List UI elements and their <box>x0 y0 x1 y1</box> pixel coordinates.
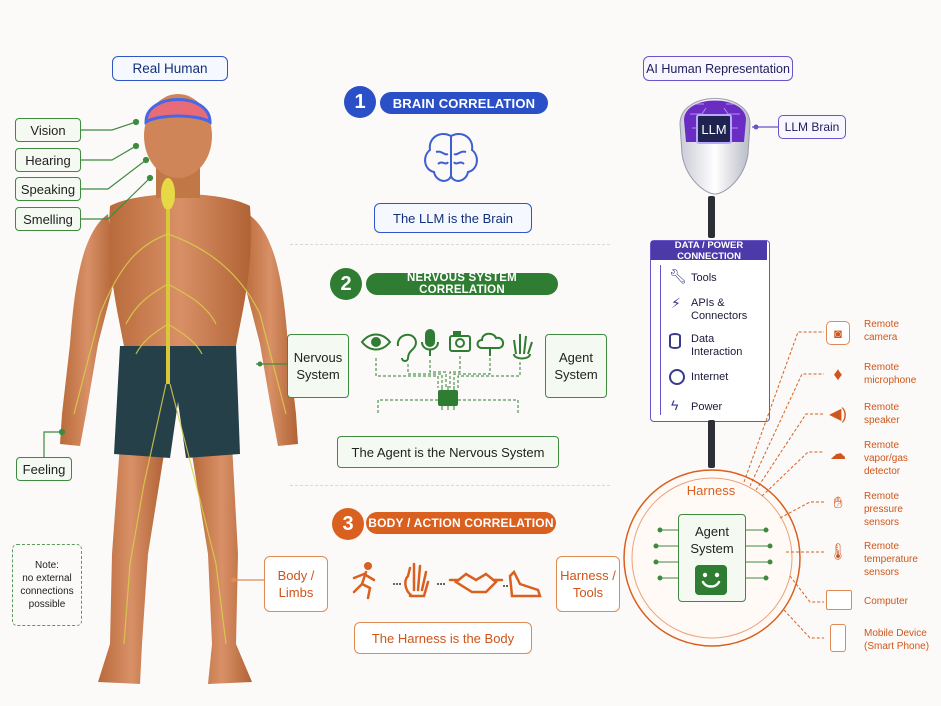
agent-system-node: Agent System <box>678 514 746 602</box>
wrench-icon: 🔧︎ <box>669 268 687 284</box>
sense-vision: Vision <box>15 118 81 142</box>
speaker-icon: ◀) <box>829 406 847 423</box>
section3-title: BODY / ACTION CORRELATION <box>366 512 556 534</box>
thermometer-icon: 🌡︎ <box>827 544 849 561</box>
ear-icon <box>396 333 418 362</box>
brain-icon <box>424 132 478 182</box>
cloud-icon <box>476 332 504 356</box>
database-icon <box>669 333 681 349</box>
section1-caption: The LLM is the Brain <box>374 203 532 233</box>
llm-connector <box>752 124 780 130</box>
plug-icon: ⚡︎ <box>671 295 681 311</box>
sensor-links <box>743 331 824 639</box>
hand-icon <box>404 562 430 598</box>
laptop-icon <box>826 590 852 610</box>
hand-icon <box>513 334 533 360</box>
agent-smiley-icon <box>695 565 727 595</box>
eye-icon <box>360 333 392 351</box>
connection-panel: DATA / POWER CONNECTION 🔧︎ Tools ⚡︎ APIs… <box>650 240 770 422</box>
sensor-pressure: Remote pressure sensors <box>864 491 903 528</box>
harness-label: Harness <box>686 482 736 498</box>
section2-number: 2 <box>330 268 362 300</box>
body-icon-row <box>352 562 542 600</box>
camera-icon <box>449 331 471 352</box>
globe-icon <box>669 369 685 385</box>
sensor-computer: Computer <box>864 596 908 607</box>
panel-rail <box>660 265 661 415</box>
section1-title: BRAIN CORRELATION <box>380 92 548 114</box>
sense-hearing: Hearing <box>15 148 81 172</box>
divider-2 <box>290 485 610 486</box>
camera-icon: ◙ <box>826 321 850 345</box>
sensor-microphone: Remote microphone <box>864 362 917 386</box>
divider-1 <box>290 244 610 245</box>
connection-header: DATA / POWER CONNECTION <box>651 240 767 262</box>
cable-bottom <box>708 420 715 468</box>
section2-edge-connectors <box>256 361 287 367</box>
shoe-icon <box>508 569 542 598</box>
section1-number: 1 <box>344 86 376 118</box>
ai-human-title: AI Human Representation <box>643 56 793 81</box>
pressure-hand-icon: ✋︎ <box>833 495 843 512</box>
sensor-mobile: Mobile Device (Smart Phone) <box>864 628 930 652</box>
section3-number: 3 <box>332 508 364 540</box>
llm-screen: LLM <box>696 114 732 144</box>
cable-top <box>708 196 715 238</box>
llm-brain-label: LLM Brain <box>778 115 846 139</box>
handshake-icon <box>448 572 504 594</box>
sensor-speaker: Remote speaker <box>864 402 900 426</box>
sense-connectors <box>43 118 154 457</box>
real-human-title: Real Human <box>112 56 228 81</box>
nervous-system-label: Nervous System <box>287 334 349 398</box>
sense-speaking: Speaking <box>15 177 81 201</box>
senses-icon-row <box>360 329 533 414</box>
section3-caption: The Harness is the Body <box>354 622 532 654</box>
sense-smelling: Smelling <box>15 207 81 231</box>
sensor-camera: Remote camera <box>864 319 900 343</box>
harness-tools-label: Harness / Tools <box>556 556 620 612</box>
agent-system-label: Agent System <box>545 334 607 398</box>
microphone-icon: ♦ <box>833 363 843 384</box>
microphone-icon <box>421 329 439 356</box>
vapor-icon: ☁ <box>830 446 846 463</box>
sensor-vapor: Remote vapor/gas detector <box>864 440 908 477</box>
sense-feeling: Feeling <box>16 457 72 481</box>
section2-title: NERVOUS SYSTEM CORRELATION <box>366 272 558 296</box>
note-box: Note: no external connections possible <box>12 544 82 626</box>
smartphone-icon <box>830 624 846 652</box>
sensor-temperature: Remote temperature sensors <box>864 541 918 578</box>
lightning-icon: ϟ <box>671 397 679 413</box>
section2-caption: The Agent is the Nervous System <box>337 436 559 468</box>
human-figure <box>60 94 298 684</box>
ai-head <box>679 98 751 195</box>
running-person-icon <box>352 562 376 600</box>
body-limbs-label: Body / Limbs <box>264 556 328 612</box>
section3-edge-connectors <box>230 577 264 583</box>
